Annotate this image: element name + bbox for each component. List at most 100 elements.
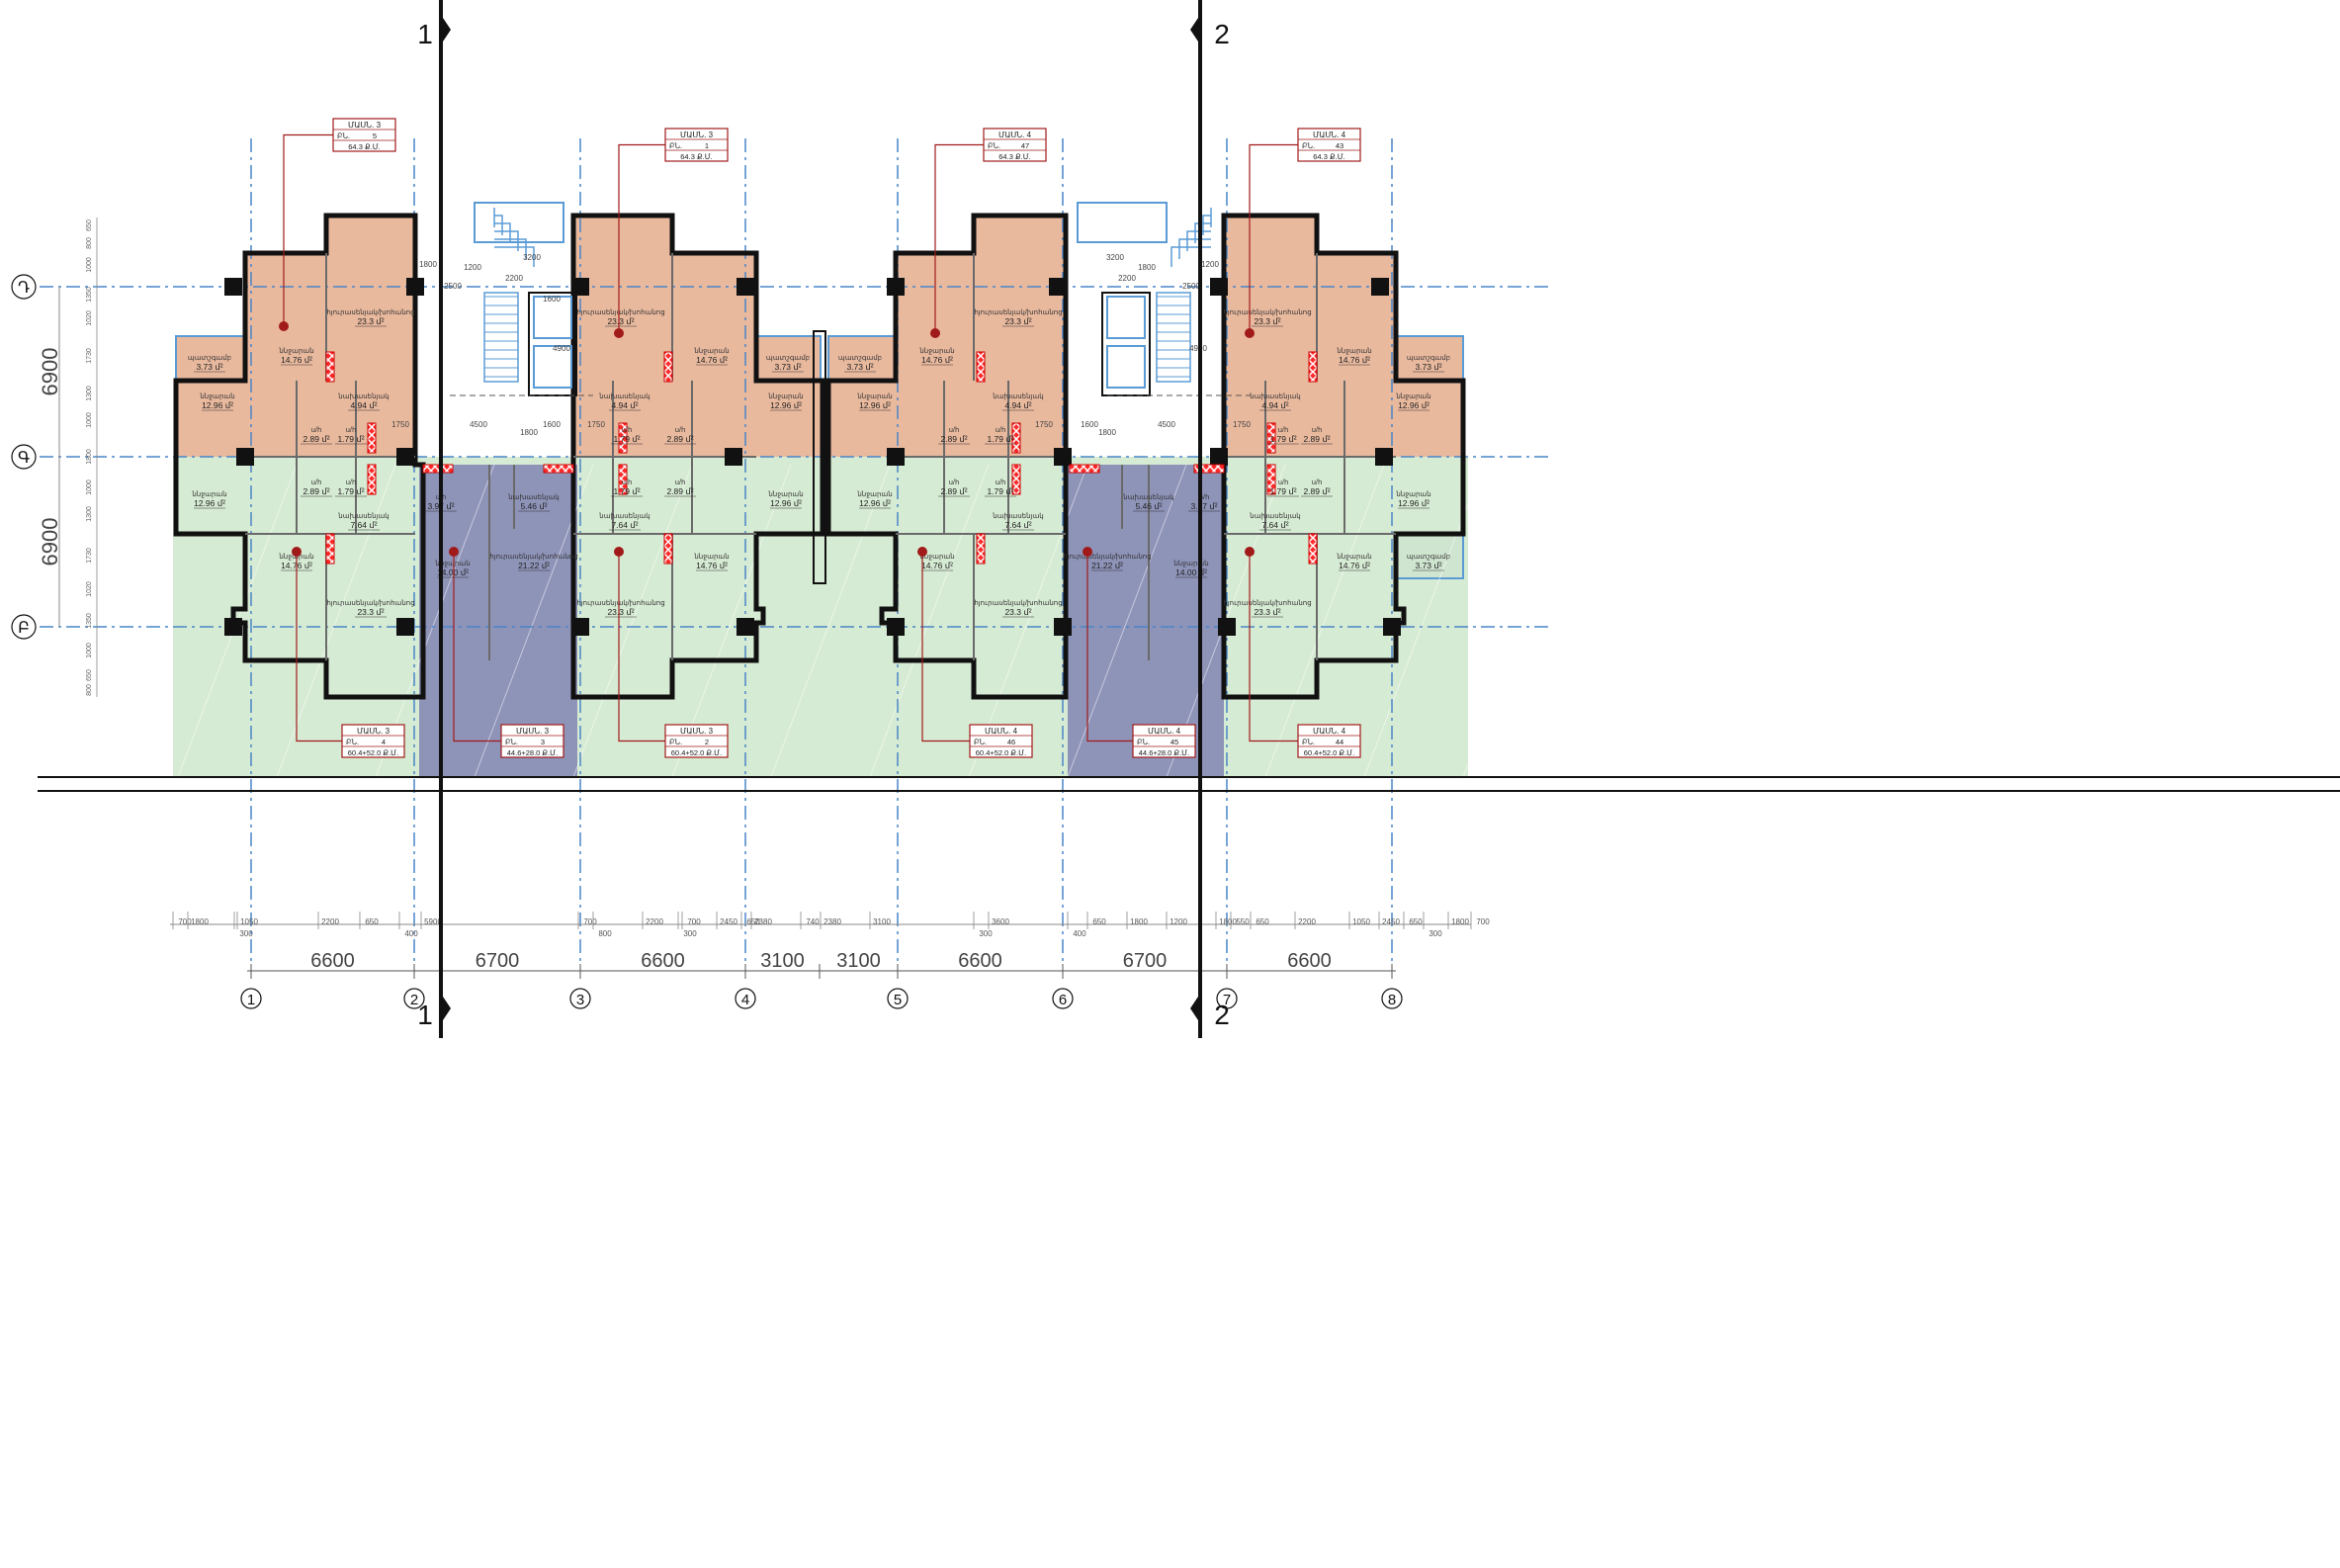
tag-leader [1249, 143, 1298, 333]
room-label: ս/հ2.89 մ² [1301, 426, 1333, 445]
room-label: ս/հ2.89 մ² [301, 479, 332, 497]
dim-text-inner: 3200 [523, 253, 541, 262]
room-area: 12.96 մ² [1398, 498, 1430, 508]
room-area: 14.00 մ² [437, 567, 469, 577]
room-name: ննջարան [767, 490, 803, 498]
section-label: 2 [1214, 1000, 1230, 1030]
tag-box [341, 724, 405, 758]
room-name: պատշգամբ [766, 354, 810, 362]
dim-text-left-detail: 1350 [86, 613, 93, 629]
apartment-tag-1: ՄԱՍՆ. 3ԲՆ.164.3 Ք.Մ. [614, 128, 729, 338]
sheen-line [869, 464, 990, 778]
apartment-tag-5: ՄԱՍՆ. 3ԲՆ.564.3 Ք.Մ. [279, 118, 396, 331]
section-label: 1 [417, 19, 433, 49]
room-area: 7.64 մ² [1261, 520, 1288, 530]
tag-number: 44 [1336, 738, 1343, 746]
tag-leader [1249, 552, 1298, 742]
tag-number: 5 [373, 131, 377, 140]
room-name: ս/հ [949, 479, 960, 486]
room-name: ս/հ [622, 426, 633, 434]
structural-column [1375, 448, 1393, 466]
ventilation-shaft [1308, 533, 1318, 565]
stair-step [494, 238, 527, 259]
lift-car [1106, 296, 1146, 339]
balcony-orange-1 [175, 335, 246, 382]
room-name: ս/հ [311, 479, 322, 486]
zone-orange-apt-1 [573, 218, 823, 457]
dim-text-detail: 700 [687, 917, 701, 926]
room-name: ննջարան [693, 347, 729, 355]
room-area: 2.89 մ² [940, 486, 967, 496]
room-name: ննջարան [1395, 392, 1430, 400]
room-name: ս/հ [346, 426, 357, 434]
structural-column [1054, 618, 1072, 636]
structural-column [571, 278, 589, 296]
room-label: ս/հ2.89 մ² [664, 426, 696, 445]
stair-step [494, 215, 503, 235]
axis-bubble-label: 8 [1388, 992, 1396, 1008]
room-name: ս/հ [622, 479, 633, 486]
room-name: հյուրասենյակ/խոհանոց [576, 308, 664, 316]
walls-layer [173, 213, 1466, 700]
dim-text-main: 6700 [1123, 950, 1168, 972]
ventilation-shaft [1069, 464, 1100, 474]
room-area: 12.96 մ² [859, 498, 891, 508]
ventilation-shaft [1011, 464, 1021, 495]
tag-area: 64.3 Ք.Մ. [998, 152, 1030, 161]
expansion-joint [813, 330, 826, 584]
dim-text-left-detail: 650 [86, 669, 93, 681]
room-name: ննջարան [918, 553, 954, 561]
room-area: 2.89 մ² [1303, 434, 1330, 444]
axis-bubble-circle [240, 988, 262, 1009]
room-label: ս/հ1.79 մ² [335, 479, 367, 497]
lift-shaft [1101, 292, 1151, 396]
dim-text-main: 3100 [836, 950, 881, 972]
room-name: պատշգամբ [1407, 553, 1450, 561]
axis-bubble-label: 5 [894, 992, 902, 1008]
room-name: ս/հ [1278, 479, 1289, 486]
tag-number: 43 [1336, 141, 1343, 150]
axis-bubble-5: 5 [887, 988, 909, 1009]
ventilation-shaft [325, 351, 335, 383]
tag-dot [1245, 328, 1255, 338]
axis-bubble-2: 2 [403, 988, 425, 1009]
dim-text-inner: 1800 [1138, 263, 1156, 272]
dim-text-detail: 400 [404, 929, 418, 938]
room-label: ս/հ2.89 մ² [938, 479, 970, 497]
dim-text-inner: 4500 [1158, 420, 1175, 429]
room-name: պատշգամբ [1407, 354, 1450, 362]
ventilation-shaft [1266, 464, 1276, 495]
ventilation-shaft [976, 533, 986, 565]
dim-text-detail: 800 [598, 929, 612, 938]
room-area: 1.79 մ² [337, 486, 364, 496]
axis-bubble-label: 7 [1223, 992, 1231, 1008]
room-area: 5.46 մ² [520, 501, 547, 511]
axis-bubble-label: 6 [1059, 992, 1067, 1008]
room-name: ննջարան [199, 392, 234, 400]
room-area: 2.89 մ² [666, 434, 693, 444]
room-name: ննջարան [434, 560, 470, 567]
dim-text-detail: 300 [1429, 929, 1442, 938]
room-area: 2.89 մ² [303, 434, 329, 444]
room-area: 12.96 մ² [770, 498, 802, 508]
lift-car [533, 345, 572, 389]
room-label: ս/հ1.79 մ² [985, 426, 1016, 445]
tag-leader [618, 552, 665, 742]
tag-type: ՄԱՍՆ. 4 [1313, 727, 1346, 736]
tag-dot [614, 547, 624, 557]
room-area: 1.79 մ² [337, 434, 364, 444]
stair-step [494, 230, 519, 251]
structural-column [1371, 278, 1389, 296]
section-label: 2 [1214, 19, 1230, 49]
